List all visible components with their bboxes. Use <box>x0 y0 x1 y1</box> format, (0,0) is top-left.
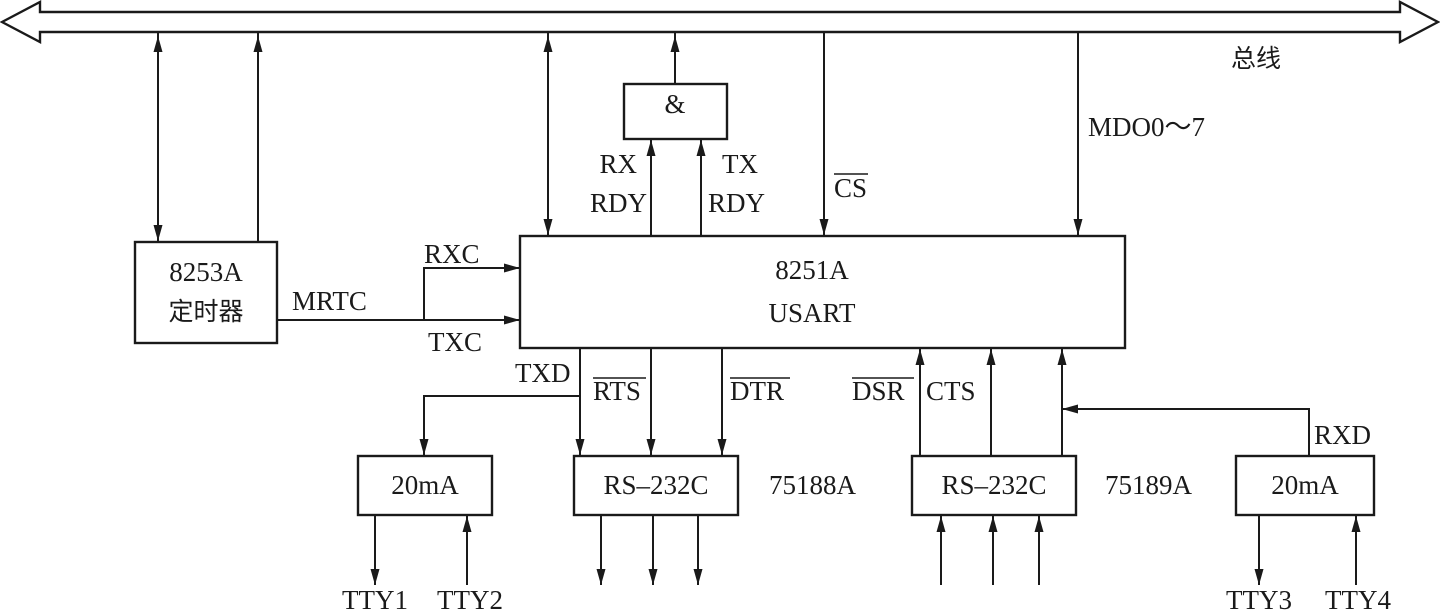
terminal-lines <box>370 515 1361 585</box>
arrowhead-down-icon <box>596 569 606 585</box>
txd-branch-line <box>423 395 580 456</box>
cts-label: CTS <box>926 376 976 406</box>
arrowhead-down-icon <box>1254 569 1264 585</box>
arrowhead-up-icon <box>462 516 472 532</box>
rx-rdy-label: RDY <box>590 188 647 218</box>
arrowhead-down-icon <box>575 439 585 455</box>
rx-label: RX <box>599 149 637 179</box>
arrowhead-down-icon <box>717 439 727 455</box>
tty2-label: TTY2 <box>437 585 503 611</box>
mdo-label: MDO0～7 <box>1088 112 1205 142</box>
arrowhead-down-icon <box>646 439 656 455</box>
clock-lines <box>277 263 520 325</box>
receive-lines <box>915 348 1310 456</box>
rxc-line <box>423 267 520 320</box>
timer-chip-label: 8253A <box>169 257 243 287</box>
tty4-label: TTY4 <box>1325 585 1391 611</box>
usart-type-label: USART <box>769 298 856 328</box>
arrowhead-left-icon <box>1062 404 1078 414</box>
arrowhead-down-icon <box>153 225 163 241</box>
transmit-lines <box>419 348 727 456</box>
arrowhead-down-icon <box>648 569 658 585</box>
arrowhead-up-icon <box>1351 516 1361 532</box>
mrtc-label: MRTC <box>292 286 367 316</box>
arrowhead-down-icon <box>1073 219 1083 235</box>
tx-rs232-block: RS–232C <box>572 454 740 517</box>
arrowhead-up-icon <box>543 36 553 52</box>
signal-labels: MDO0～7 RX RDY TX RDY CS RXC MRTC TXC TXD… <box>292 112 1391 611</box>
arrowhead-down-icon <box>819 219 829 235</box>
timer-8253a-block: 8253A 定时器 <box>133 240 279 345</box>
cs-label: CS <box>834 173 867 203</box>
arrowhead-up-icon <box>253 36 263 52</box>
arrowhead-up-icon <box>1057 349 1067 365</box>
arrowhead-down-icon <box>543 219 553 235</box>
rx-current-loop-block: 20mA <box>1234 454 1376 517</box>
rxc-label: RXC <box>424 239 480 269</box>
dsr-label: DSR <box>852 376 905 406</box>
bus-label: 总线 <box>1231 44 1281 73</box>
arrowhead-up-icon <box>915 349 925 365</box>
arrowhead-down-icon <box>370 569 380 585</box>
tx-rdy-label: RDY <box>708 188 765 218</box>
arrowhead-up-icon <box>1034 516 1044 532</box>
txc-label: TXC <box>428 327 482 357</box>
arrowhead-up-icon <box>986 349 996 365</box>
arrowhead-up-icon <box>988 516 998 532</box>
usart-chip-label: 8251A <box>775 255 849 285</box>
arrowhead-up-icon <box>936 516 946 532</box>
bus-double-arrow <box>0 0 1440 44</box>
arrowhead-up-icon <box>696 140 706 156</box>
arrowhead-right-icon <box>504 263 520 273</box>
rx-current-loop-label: 20mA <box>1271 470 1339 500</box>
usart-8251a-block: 8251A USART <box>518 234 1127 350</box>
arrowhead-down-icon <box>693 569 703 585</box>
receive-driver-label: 75189A <box>1105 470 1193 500</box>
rxd-branch-line <box>1062 408 1310 456</box>
rts-label: RTS <box>593 376 641 406</box>
tx-current-loop-block: 20mA <box>356 454 494 517</box>
txd-label: TXD <box>515 358 571 388</box>
and-gate-symbol: & <box>664 89 685 119</box>
and-gate-block: & <box>622 82 729 141</box>
tty1-label: TTY1 <box>342 585 408 611</box>
arrowhead-up-icon <box>670 36 680 52</box>
arrowhead-up-icon <box>646 140 656 156</box>
tx-label: TX <box>722 149 758 179</box>
dtr-label: DTR <box>730 376 784 406</box>
tx-current-loop-label: 20mA <box>391 470 459 500</box>
rx-rs232-label: RS–232C <box>941 470 1046 500</box>
system-bus: 总线 <box>0 0 1440 73</box>
rxd-label: RXD <box>1314 420 1371 450</box>
arrowhead-up-icon <box>153 36 163 52</box>
transmit-driver-label: 75188A <box>769 470 857 500</box>
tx-rs232-label: RS–232C <box>603 470 708 500</box>
tty3-label: TTY3 <box>1226 585 1292 611</box>
arrowhead-right-icon <box>504 315 520 325</box>
arrowhead-down-icon <box>419 439 429 455</box>
bus-connections <box>153 32 1083 242</box>
ready-lines <box>646 139 706 236</box>
timer-type-label: 定时器 <box>168 297 243 326</box>
rx-rs232-block: RS–232C <box>910 454 1078 517</box>
